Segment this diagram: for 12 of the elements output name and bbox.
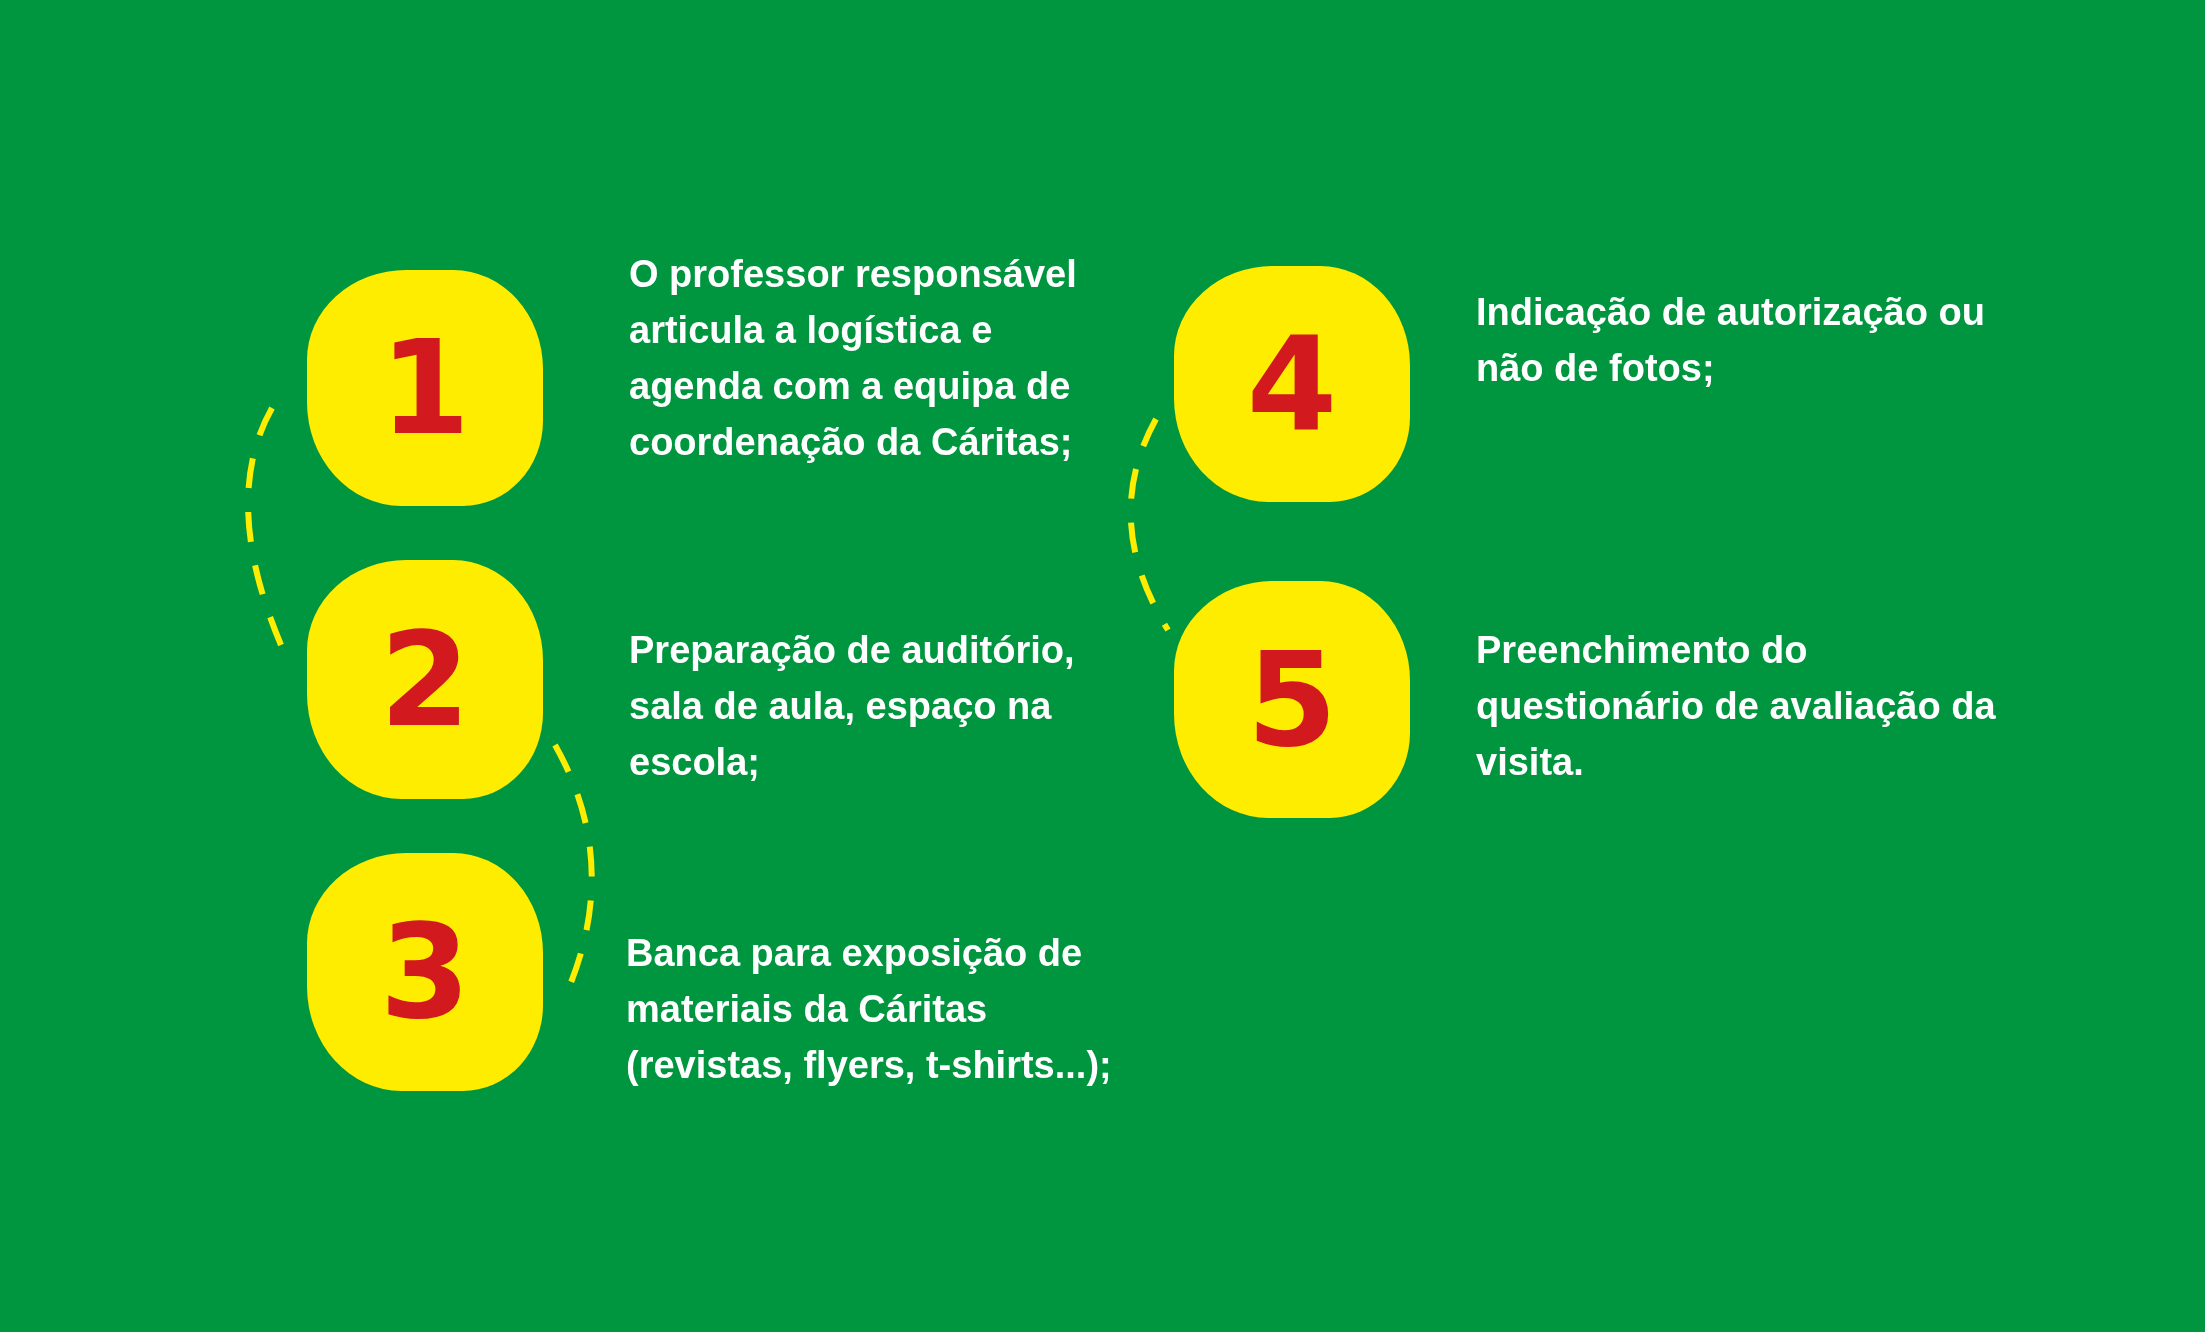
dashed-connector: [1127, 417, 1171, 632]
step-number: 3: [379, 907, 471, 1037]
step-number: 1: [379, 323, 471, 453]
step-description: Indicação de autorização ou não de fotos;: [1476, 290, 1986, 391]
step-description: Banca para exposição de materiais da Cáritas (revistas, flyers, t-shirts...);: [626, 931, 1113, 1088]
step-number: 5: [1246, 634, 1338, 765]
step-description: Preparação de auditório, sala de aula, espaço na escola;: [629, 628, 1076, 785]
step-number: 4: [1246, 319, 1338, 449]
step-description: Preenchimento do questionário de avaliação da visita.: [1476, 628, 1996, 785]
dashed-connector: [245, 406, 284, 647]
step-number: 2: [379, 614, 471, 745]
step-description: O professor responsável articula a logística e agenda com a equipa de coordenação da Cáritas;: [629, 252, 1078, 465]
